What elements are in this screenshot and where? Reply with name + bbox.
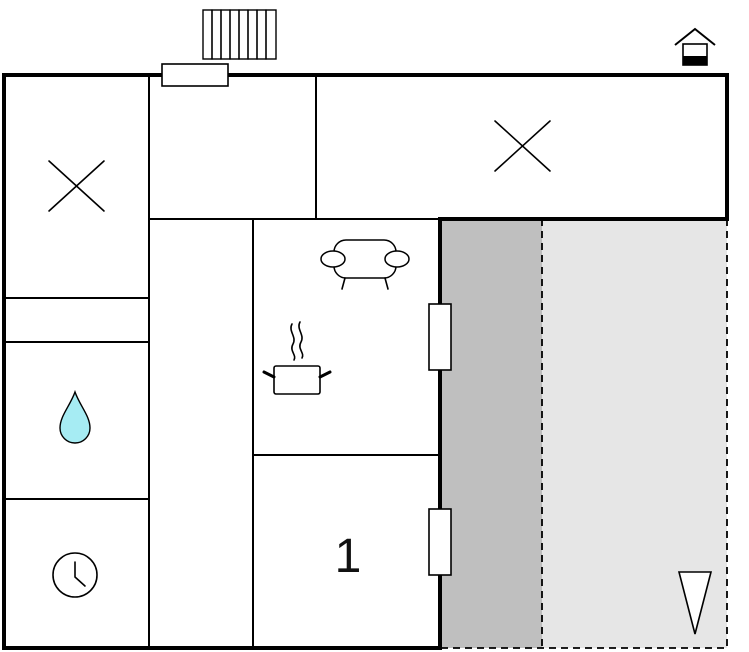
cooking-pot-icon [262, 321, 332, 395]
room-number-label: 1 [335, 530, 362, 583]
bed-cross-icon [48, 160, 105, 212]
door-living-terrace [428, 303, 452, 371]
house-entrance-icon [674, 27, 716, 66]
water-drop-icon [59, 389, 91, 444]
clock-icon [52, 552, 98, 598]
bed-cross-icon [494, 120, 551, 172]
radiator-icon [202, 9, 277, 60]
door-room1-terrace [428, 508, 452, 576]
terrace-covered [440, 219, 542, 648]
sofa-icon [320, 239, 410, 290]
north-arrow-icon [677, 571, 713, 635]
window-top [161, 63, 229, 87]
interior-walls [4, 75, 440, 648]
